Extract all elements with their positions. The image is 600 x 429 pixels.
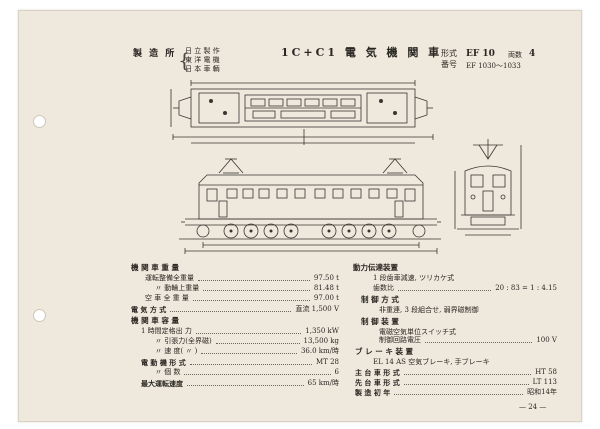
- side-elevation-drawing: [179, 158, 441, 254]
- spec-value: LT 113: [532, 378, 557, 386]
- punch-hole-top: [33, 115, 46, 128]
- spec-row-gear-ratio: 歯数比 20 : 83 = 1 : 4.15: [373, 284, 557, 293]
- spec-row-driving-weight: 〃 動輪上重量 81.48 t: [155, 284, 339, 293]
- leader-dots: [403, 384, 529, 385]
- plan-view-drawing: [170, 80, 434, 145]
- spec-row-max-speed: 最大運転速度 65 km/時: [141, 379, 339, 388]
- spec-label: 製 造 初 年: [355, 388, 391, 397]
- spec-label: 先 台 車 形 式: [355, 378, 400, 387]
- spec-value: 81.48 t: [313, 284, 339, 292]
- spec-label: 歯数比: [373, 284, 394, 292]
- brake-description: EL 14 AS 空気ブレーキ, 手ブレーキ: [373, 358, 490, 366]
- spec-sheet: 製 造 所 日 立 製 作 東 洋 電 機 日 本 車 輌 { 1C+C1 電 …: [18, 10, 582, 422]
- page-title: 1C+C1 電 気 機 関 車: [281, 46, 443, 59]
- number-value: EF 1030〜1033: [466, 62, 521, 70]
- spec-row-main-truck: 主 台 車 形 式 HT 58: [355, 368, 557, 377]
- spec-value: HT 58: [535, 368, 557, 376]
- section-control-method: 制 御 方 式: [361, 295, 399, 304]
- leader-dots: [184, 374, 331, 375]
- maker-3: 日 本 車 輌: [185, 65, 220, 73]
- spec-value: 100 V: [536, 336, 557, 344]
- spec-value: 20 : 83 = 1 : 4.15: [495, 284, 557, 292]
- spec-label: 〃 引張力(全界磁): [155, 337, 212, 345]
- spec-label: 電 気 方 式: [131, 305, 167, 314]
- spec-value: 97.50 t: [313, 274, 339, 282]
- maker-brace: {: [178, 48, 191, 72]
- spec-row-control-voltage: 制御回路電圧 100 V: [379, 336, 557, 345]
- maker-label: 製 造 所: [133, 49, 177, 59]
- device-description: 電磁空気単位スイッチ式: [379, 328, 456, 336]
- spec-row-voltage: 電 気 方 式 直流 1,500 V: [131, 305, 339, 314]
- punch-hole-bottom: [33, 309, 46, 322]
- leader-dots: [398, 290, 492, 291]
- leader-dots: [195, 333, 302, 334]
- spec-row-empty-weight: 空 車 全 重 量 97.00 t: [145, 294, 339, 303]
- section-control-device: 制 御 装 置: [361, 317, 399, 326]
- spec-value: 6: [334, 368, 339, 376]
- count-value: 4: [529, 49, 536, 59]
- spec-row-motor-type: 電 動 機 形 式 MT 28: [141, 358, 339, 367]
- spec-label: 主 台 車 形 式: [355, 368, 400, 377]
- leader-dots: [189, 364, 313, 365]
- leader-dots: [394, 394, 524, 395]
- spec-label: 〃 速 度( 〃 ): [155, 347, 198, 355]
- spec-value: 1,350 kW: [305, 327, 339, 335]
- drive-description: 1 段歯車減速, ツリカケ式: [373, 274, 455, 282]
- spec-value: 13,500 kg: [303, 337, 339, 345]
- section-weight: 機 関 車 重 量: [131, 263, 179, 272]
- count-label: 両数: [508, 51, 522, 59]
- leader-dots: [203, 290, 310, 291]
- spec-value: 65 km/時: [307, 379, 339, 387]
- leader-dots: [198, 280, 310, 281]
- number-label: 番号: [441, 60, 457, 69]
- spec-row-leading-truck: 先 台 車 形 式 LT 113: [355, 378, 557, 387]
- maker-2: 東 洋 電 機: [185, 56, 220, 64]
- spec-label: 〃 個 数: [155, 368, 181, 376]
- leader-dots: [187, 385, 304, 386]
- spec-label: 電 動 機 形 式: [141, 358, 186, 367]
- spec-label: 空 車 全 重 量: [145, 294, 189, 302]
- spec-row-tractive-effort: 〃 引張力(全界磁) 13,500 kg: [155, 337, 339, 346]
- control-description: 非重連, 3 段組合せ, 弱界磁制御: [379, 306, 479, 314]
- type-label: 形式: [441, 49, 457, 58]
- spec-row-rated-output: 1 時間定格出 力 1,350 kW: [141, 327, 339, 336]
- leader-dots: [403, 374, 532, 375]
- leader-dots: [170, 311, 292, 312]
- section-brake: ブ レ ー キ 装 置: [355, 347, 414, 356]
- spec-row-speed: 〃 速 度( 〃 ) 36.0 km/時: [155, 347, 339, 356]
- spec-label: 運転整備全重量: [145, 274, 194, 282]
- section-drive: 動力伝達装置: [353, 263, 398, 272]
- spec-label: 制御回路電圧: [379, 336, 421, 344]
- spec-row-gross-weight: 運転整備全重量 97.50 t: [145, 274, 339, 283]
- leader-dots: [215, 343, 300, 344]
- spec-label: 最大運転速度: [141, 379, 183, 388]
- leader-dots: [425, 342, 533, 343]
- spec-row-first-built: 製 造 初 年 昭和14年: [355, 388, 557, 397]
- spec-value: 97.00 t: [313, 294, 339, 302]
- maker-1: 日 立 製 作: [185, 47, 220, 55]
- end-elevation-drawing: [454, 139, 522, 236]
- spec-label: 〃 動輪上重量: [155, 284, 200, 292]
- page-number: — 24 —: [519, 403, 547, 411]
- spec-value: 36.0 km/時: [300, 347, 339, 355]
- spec-label: 1 時間定格出 力: [141, 327, 192, 335]
- type-value: EF 10: [466, 49, 495, 59]
- leader-dots: [192, 300, 310, 301]
- spec-value: 昭和14年: [527, 388, 557, 396]
- leader-dots: [201, 353, 297, 354]
- section-capacity: 機 関 車 容 量: [131, 316, 179, 325]
- spec-value: 直流 1,500 V: [295, 305, 339, 313]
- spec-row-motor-count: 〃 個 数 6: [155, 368, 339, 377]
- spec-value: MT 28: [316, 358, 339, 366]
